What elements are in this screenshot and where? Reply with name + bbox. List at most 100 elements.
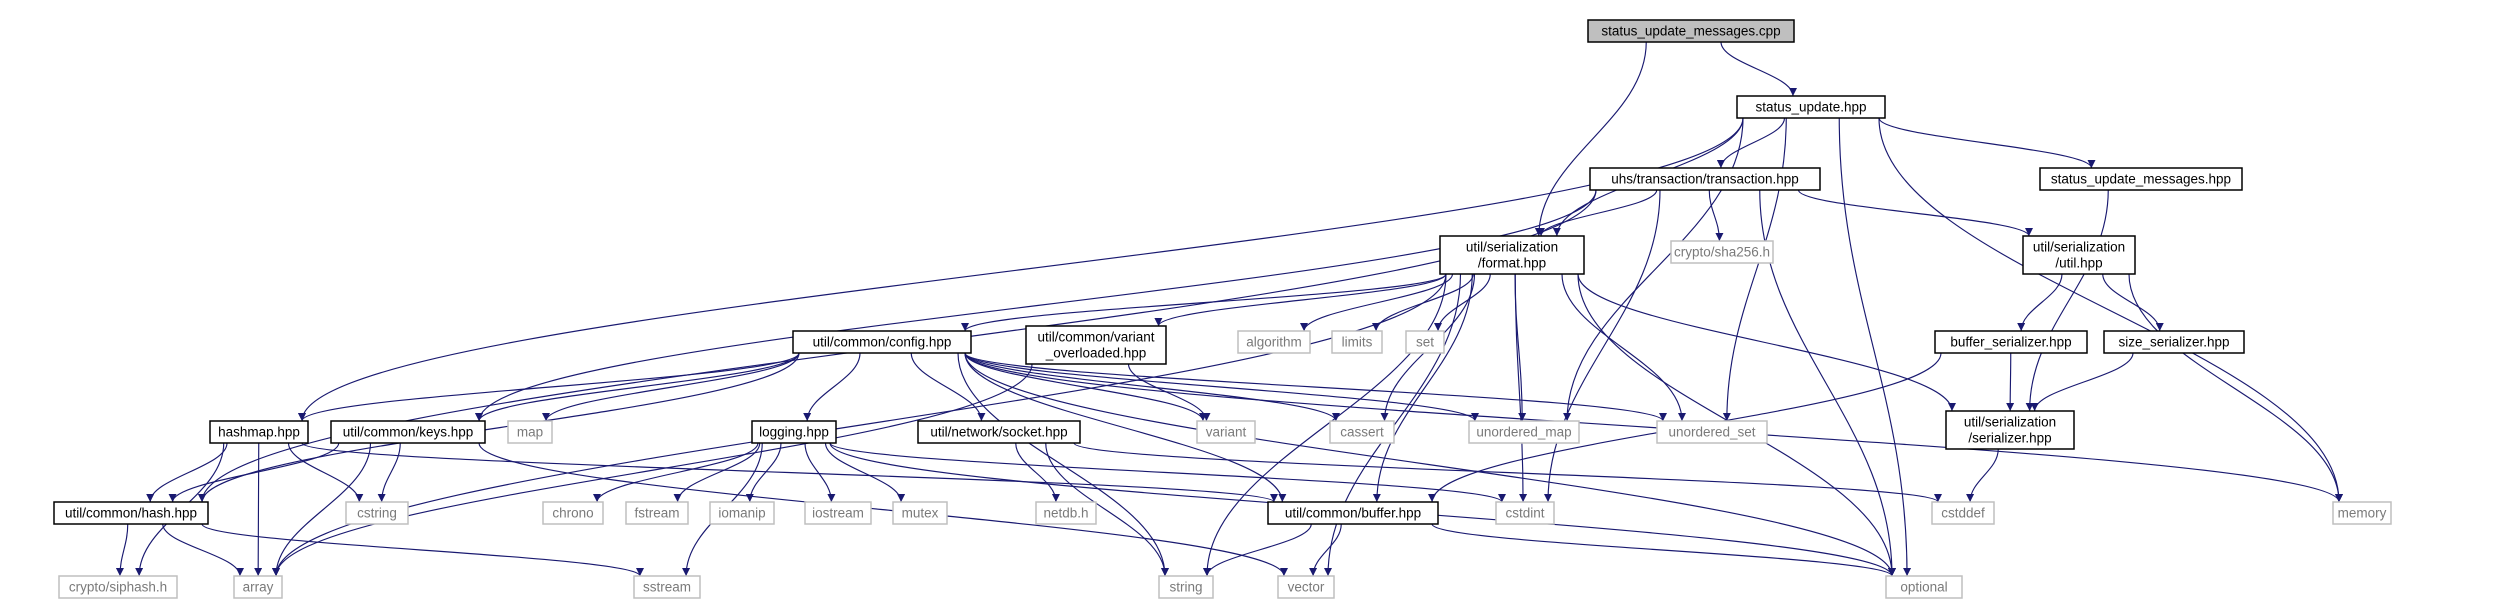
node-label: array: [243, 580, 274, 595]
edge-format-to-variant-overloaded: [1154, 273, 1447, 327]
node-box: [792, 330, 972, 354]
edge-logging-to-iomanip: [745, 442, 782, 503]
edge-format-to-unordered-map: [1514, 273, 1527, 422]
node-algorithm: algorithm: [1237, 330, 1311, 354]
edge-status-update-to-memory: [1878, 117, 2343, 503]
node-label: status_update_messages.hpp: [2051, 172, 2231, 187]
edge-logging-to-mutex: [824, 442, 906, 503]
node-label: uhs/transaction/transaction.hpp: [1611, 172, 1799, 187]
edge-size-serializer-to-serializer: [2030, 352, 2134, 412]
edge-config-to-memory: [964, 352, 2343, 503]
edge-config-to-unordered-map: [964, 352, 1479, 422]
node-label: iostream: [812, 506, 864, 521]
node-map: map: [507, 420, 553, 444]
node-box: [53, 501, 209, 525]
node-string: string: [1158, 575, 1214, 599]
edge-format-to-string: [1203, 273, 1447, 577]
node-label: mutex: [902, 506, 939, 521]
node-label: netdb.h: [1043, 506, 1088, 521]
node-box: [330, 420, 486, 444]
node-box: [1277, 575, 1335, 599]
edge-status-update-to-unordered-map: [1563, 117, 1744, 422]
node-status-update-messages[interactable]: status_update_messages.hpp: [2039, 167, 2243, 191]
node-iomanip: iomanip: [709, 501, 775, 525]
node-box: [1158, 575, 1214, 599]
edge-socket-to-cstddef: [1073, 442, 1942, 503]
node-label: _overloaded.hpp: [1045, 346, 1147, 361]
node-box: [209, 420, 309, 444]
node-label: fstream: [634, 506, 679, 521]
node-label: vector: [1288, 580, 1325, 595]
edge-transaction-to-cstdint: [1544, 189, 1661, 503]
node-chrono: chrono: [542, 501, 604, 525]
node-vector: vector: [1277, 575, 1335, 599]
edge-status-update-to-unordered-set: [1722, 117, 1787, 422]
edge-variant-overloaded-to-array: [272, 363, 1033, 577]
node-variant-overloaded[interactable]: util/common/variant_overloaded.hpp: [1025, 325, 1167, 365]
edge-hash-to-array: [162, 523, 244, 577]
edge-format-to-cstdint: [1514, 273, 1528, 503]
node-box: [1405, 330, 1445, 354]
node-buffer[interactable]: util/common/buffer.hpp: [1267, 501, 1439, 525]
node-label: unordered_set: [1668, 425, 1755, 440]
node-size-serializer[interactable]: size_serializer.hpp: [2103, 330, 2245, 354]
node-status-update[interactable]: status_update.hpp: [1736, 95, 1886, 119]
node-sha256: crypto/sha256.h: [1670, 240, 1774, 264]
node-box: [2103, 330, 2245, 354]
node-label: limits: [1342, 335, 1373, 350]
node-sstream: sstream: [633, 575, 701, 599]
node-label: memory: [2338, 506, 2387, 521]
node-hash[interactable]: util/common/hash.hpp: [53, 501, 209, 525]
node-label: string: [1169, 580, 1202, 595]
node-label: util/common/buffer.hpp: [1285, 506, 1421, 521]
edge-variant-overloaded-to-variant: [1127, 363, 1211, 422]
edge-config-to-logging: [803, 352, 861, 422]
node-box: [1587, 19, 1795, 43]
node-box: [804, 501, 872, 525]
node-format[interactable]: util/serialization/format.hpp: [1439, 235, 1585, 275]
edge-socket-to-string: [1045, 442, 1169, 577]
node-iostream: iostream: [804, 501, 872, 525]
node-logging[interactable]: logging.hpp: [751, 420, 837, 444]
node-label: util/common/hash.hpp: [65, 506, 197, 521]
node-ser-util[interactable]: util/serialization/util.hpp: [2022, 235, 2136, 275]
edge-status-update-messages-to-serializer: [2025, 189, 2109, 412]
edge-config-to-keys: [475, 352, 800, 422]
node-box: [1329, 420, 1395, 444]
node-unordered-set: unordered_set: [1656, 420, 1768, 444]
node-label: /util.hpp: [2055, 256, 2102, 271]
node-cstddef: cstddef: [1931, 501, 1995, 525]
edge-buffer-serializer-to-serializer: [2006, 352, 2015, 412]
edge-hashmap-to-buffer: [301, 442, 1278, 503]
node-buffer-serializer[interactable]: buffer_serializer.hpp: [1934, 330, 2088, 354]
node-label: algorithm: [1246, 335, 1302, 350]
edge-ser-util-to-memory: [2128, 273, 2343, 503]
node-label: buffer_serializer.hpp: [1950, 335, 2071, 350]
node-box: [2022, 235, 2136, 275]
node-label: cstring: [357, 506, 397, 521]
edge-config-to-unordered-set: [964, 352, 1667, 422]
node-box: [1931, 501, 1995, 525]
node-keys[interactable]: util/common/keys.hpp: [330, 420, 486, 444]
node-label: crypto/sha256.h: [1674, 245, 1770, 260]
node-box: [892, 501, 948, 525]
edge-buffer-to-optional: [1431, 523, 1896, 577]
node-config[interactable]: util/common/config.hpp: [792, 330, 972, 354]
node-socket[interactable]: util/network/socket.hpp: [917, 420, 1081, 444]
node-root[interactable]: status_update_messages.cpp: [1587, 19, 1795, 43]
node-memory: memory: [2332, 501, 2392, 525]
node-label: size_serializer.hpp: [2118, 335, 2229, 350]
edge-keys-to-array: [272, 442, 372, 577]
node-label: util/common/variant: [1037, 330, 1154, 345]
node-box: [345, 501, 409, 525]
edge-config-to-optional: [964, 352, 1896, 577]
edge-format-to-unordered-set: [1561, 273, 1686, 422]
edge-config-to-hash: [198, 352, 800, 503]
node-box: [1237, 330, 1311, 354]
node-hashmap[interactable]: hashmap.hpp: [209, 420, 309, 444]
edge-logging-to-fstream: [673, 442, 761, 503]
node-transaction[interactable]: uhs/transaction/transaction.hpp: [1589, 167, 1821, 191]
node-label: set: [1416, 335, 1434, 350]
node-label: optional: [1900, 580, 1947, 595]
node-serializer[interactable]: util/serialization/serializer.hpp: [1945, 410, 2075, 450]
